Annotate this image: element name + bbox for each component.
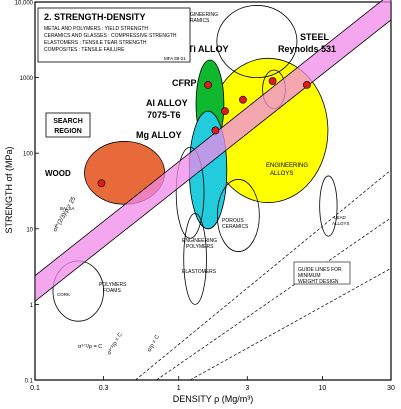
x-axis-label: DENSITY ρ (Mg/m³): [173, 394, 253, 404]
subtitle-line-4: COMPOSITES : TENSILE FAILURE: [44, 47, 125, 53]
data-point: [239, 95, 247, 104]
label-al-grade: 7075-T6: [147, 110, 181, 120]
title-box: [37, 7, 191, 63]
guide-lines-layer: [135, 169, 392, 381]
data-point: [204, 81, 212, 89]
label-guide-1: GUIDE LINES FOR: [298, 267, 342, 273]
x-tick-label: 0.3: [99, 385, 109, 392]
data-point: [211, 126, 220, 135]
data-point: [303, 81, 311, 89]
x-tick-label: 3: [245, 385, 249, 392]
label-eng-polymers-2: POLYMERS: [186, 244, 214, 250]
subtitle-line-3: ELASTOMERS : TENSILE TEAR STRENGTH: [44, 40, 147, 46]
label-ti-alloy: Ti ALLOY: [188, 44, 229, 54]
search-region-box: [45, 112, 91, 138]
label-wood: WOOD: [45, 169, 71, 178]
guide-line: [189, 268, 392, 381]
y-tick-label: 0.1: [25, 379, 34, 385]
region-lead-alloys: [319, 175, 338, 237]
label-cork: CORK: [57, 292, 70, 297]
label-eng-alloys: ENGINEERING: [266, 163, 308, 169]
y-tick-label: 1: [30, 303, 34, 309]
y-axis-label: STRENGTH σf (MPa): [4, 146, 14, 233]
data-point: [97, 179, 106, 188]
label-balsa: BALSA: [60, 206, 75, 211]
label-guide-sigma12: σ¹ᐟ²/ρ = C: [78, 343, 102, 350]
x-tick-label: 1: [177, 385, 181, 392]
label-region: REGION: [54, 128, 82, 135]
region-engineering-polymers: [175, 146, 205, 239]
label-eng-alloys-2: ALLOYS: [270, 171, 293, 177]
label-eng-ceramics-2: CERAMICS: [183, 18, 210, 24]
x-tick-label: 0.1: [30, 385, 40, 392]
data-point: [221, 107, 229, 116]
label-search: SEARCH: [53, 118, 83, 125]
x-tick-label: 10: [319, 385, 327, 392]
region-elastomers: [183, 212, 207, 305]
label-eng-polymers: ENGINEERING: [182, 238, 217, 244]
label-steel: STEEL: [300, 32, 330, 42]
data-point: [268, 77, 277, 85]
label-lead-2: ALLOYS: [332, 221, 350, 226]
y-tick-label: 10,000: [15, 1, 34, 7]
subtitle-line-1: METAL AND POLYMERS : YIELD STRENGTH: [44, 26, 148, 32]
label-eng-ceramics: ENGINEERING: [183, 12, 218, 18]
label-guide-3: WEIGHT DESIGN: [298, 279, 339, 285]
chart-title: 2. STRENGTH-DENSITY: [44, 12, 146, 22]
guide-lines-box: [293, 261, 351, 285]
y-tick-label: 100: [23, 152, 34, 158]
label-foams: FOAMS: [103, 288, 121, 294]
region-porous-ceramics: [216, 179, 260, 252]
ref-code: MFA 88-21: [164, 56, 186, 61]
grid-layer: 0.1 0.3 1 3 10 30 10,000 1000 100 10 1 0.1: [15, 1, 395, 393]
label-cfrp: CFRP: [172, 78, 197, 88]
label-steel-grade: Reynolds 531: [278, 44, 336, 54]
y-tick-label: 1000: [20, 76, 34, 82]
label-porous-2: CERAMICS: [222, 224, 249, 230]
guide-line: [135, 169, 392, 381]
label-al-alloy: Al ALLOY: [146, 98, 188, 108]
search-band-layer: [34, 0, 392, 303]
guide-line: [156, 217, 392, 381]
label-mg-alloy: Mg ALLOY: [136, 130, 182, 140]
subtitle-line-2: CERAMICS AND GLASSES : COMPRESSIVE STREN…: [44, 33, 177, 39]
label-polymers: POLYMERS: [99, 282, 127, 288]
search-band: [34, 0, 392, 303]
point-layer: [97, 77, 311, 188]
label-elastomers: ELASTOMERS: [182, 269, 217, 275]
y-tick-label: 10: [26, 227, 33, 233]
x-tick-label: 30: [387, 385, 395, 392]
region-engineering-ceramics: [216, 5, 298, 78]
label-guide-2: MINIMUM: [298, 273, 321, 279]
label-porous: POROUS: [222, 218, 244, 224]
label-lead: LEAD: [334, 215, 347, 220]
